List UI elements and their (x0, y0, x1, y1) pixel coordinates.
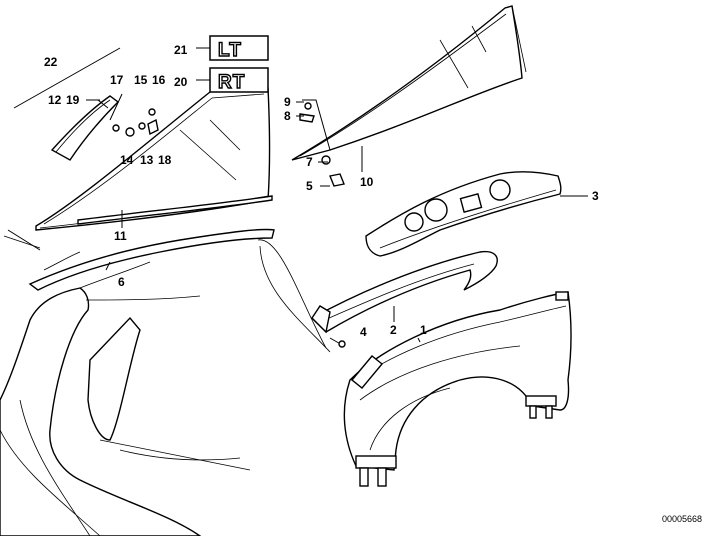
callout-21: 21 (174, 43, 188, 57)
rt-badge-text: RT (218, 72, 245, 93)
body-quarter-panel (0, 239, 331, 536)
callout-2: 2 (390, 323, 397, 337)
side-window-glass (35, 86, 271, 231)
callout-22: 22 (44, 55, 58, 69)
leader-lines (7, 47, 588, 343)
callout-19: 19 (66, 93, 80, 107)
wheel-arch-panel (343, 291, 572, 487)
callout-7: 7 (306, 155, 313, 169)
callout-15: 15 (134, 73, 148, 87)
callout-4: 4 (360, 325, 367, 339)
callout-9: 9 (284, 95, 291, 109)
rt-badge: RT (209, 67, 269, 94)
mounting-rail (310, 250, 498, 334)
callout-16: 16 (152, 73, 166, 87)
instrument-trim-panel (365, 171, 562, 257)
window-seal-strip (77, 195, 273, 225)
screw (329, 337, 346, 348)
callout-14: 14 (120, 153, 134, 167)
rear-window-glass (291, 5, 527, 161)
callout-1: 1 (420, 323, 427, 337)
window-fasteners (299, 99, 345, 187)
callout-10: 10 (360, 175, 374, 189)
quarter-pillar-trim (50, 95, 120, 161)
callout-20: 20 (174, 75, 188, 89)
lt-badge: LT (209, 35, 269, 62)
callout-17: 17 (110, 73, 124, 87)
callout-3: 3 (592, 189, 599, 203)
callout-6: 6 (118, 275, 125, 289)
callout-11: 11 (114, 229, 127, 243)
callout-18: 18 (158, 153, 172, 167)
lt-badge-text: LT (218, 40, 242, 61)
callout-13: 13 (140, 153, 154, 167)
callout-5: 5 (306, 179, 313, 193)
callout-12: 12 (48, 93, 62, 107)
callout-8: 8 (284, 109, 291, 123)
fastener-cluster (97, 93, 159, 137)
window-trim-strip (28, 228, 275, 291)
diagram-reference-number: 00005668 (662, 514, 702, 524)
callouts: 1 2 3 4 5 6 7 8 9 10 11 12 13 14 15 16 1… (44, 43, 599, 339)
